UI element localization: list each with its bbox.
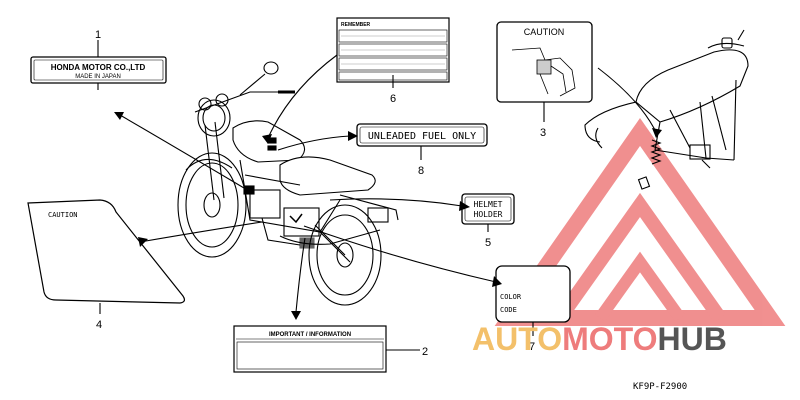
color-code-line1: COLOR [500,293,522,301]
caution-tank-illustration-icon [511,47,576,97]
helmet-line2: HOLDER [474,210,503,219]
label-unleaded-fuel: UNLEADED FUEL ONLY [356,123,488,147]
label-helmet-holder: HELMET HOLDER [461,193,515,225]
remember-title: REMEMBER [341,22,371,28]
arrowheads [114,112,662,320]
honda-plate-line2: MADE IN JAPAN [75,74,121,80]
label-color-code: COLOR CODE [495,265,571,323]
callout-1: 1 [95,29,101,41]
callout-3: 3 [540,127,546,139]
label-important-information: IMPORTANT / INFORMATION [233,325,387,373]
unleaded-text: UNLEADED FUEL ONLY [368,131,476,142]
label-caution-side: CAUTION [27,199,186,304]
callout-numbers: 1 6 3 8 5 4 7 2 [95,29,546,358]
callout-6: 6 [390,93,396,105]
callout-4: 4 [96,319,102,331]
callout-2: 2 [422,346,428,358]
watermark-part-moto: MOTO [562,321,657,357]
callout-7: 7 [529,341,535,353]
svg-text:AUTOMOTOHUB: AUTOMOTOHUB [472,321,727,357]
callout-5: 5 [485,237,491,249]
motorcycle-illustration-icon [177,61,399,306]
caution-tank-title: CAUTION [524,27,565,37]
watermark-part-auto: AUTO [472,321,562,357]
honda-plate-line1: HONDA MOTOR CO.,LTD [51,63,146,72]
watermark-text: AUTOMOTOHUB [472,321,727,357]
callout-8: 8 [418,165,424,177]
leader-lines [97,40,657,351]
watermark-logo-icon [494,118,786,326]
frame-detail-illustration-icon [584,29,749,190]
watermark-part-hub: HUB [657,321,726,357]
diagram-code: KF9P-F2900 [633,382,687,392]
important-title: IMPORTANT / INFORMATION [269,332,351,338]
helmet-line1: HELMET [474,200,503,209]
label-honda-plate: HONDA MOTOR CO.,LTD MADE IN JAPAN [30,56,167,84]
label-caution-tank: CAUTION [496,21,593,103]
color-code-line2: CODE [500,306,517,314]
caution-side-title: CAUTION [48,211,78,219]
label-remember: REMEMBER [336,17,450,83]
